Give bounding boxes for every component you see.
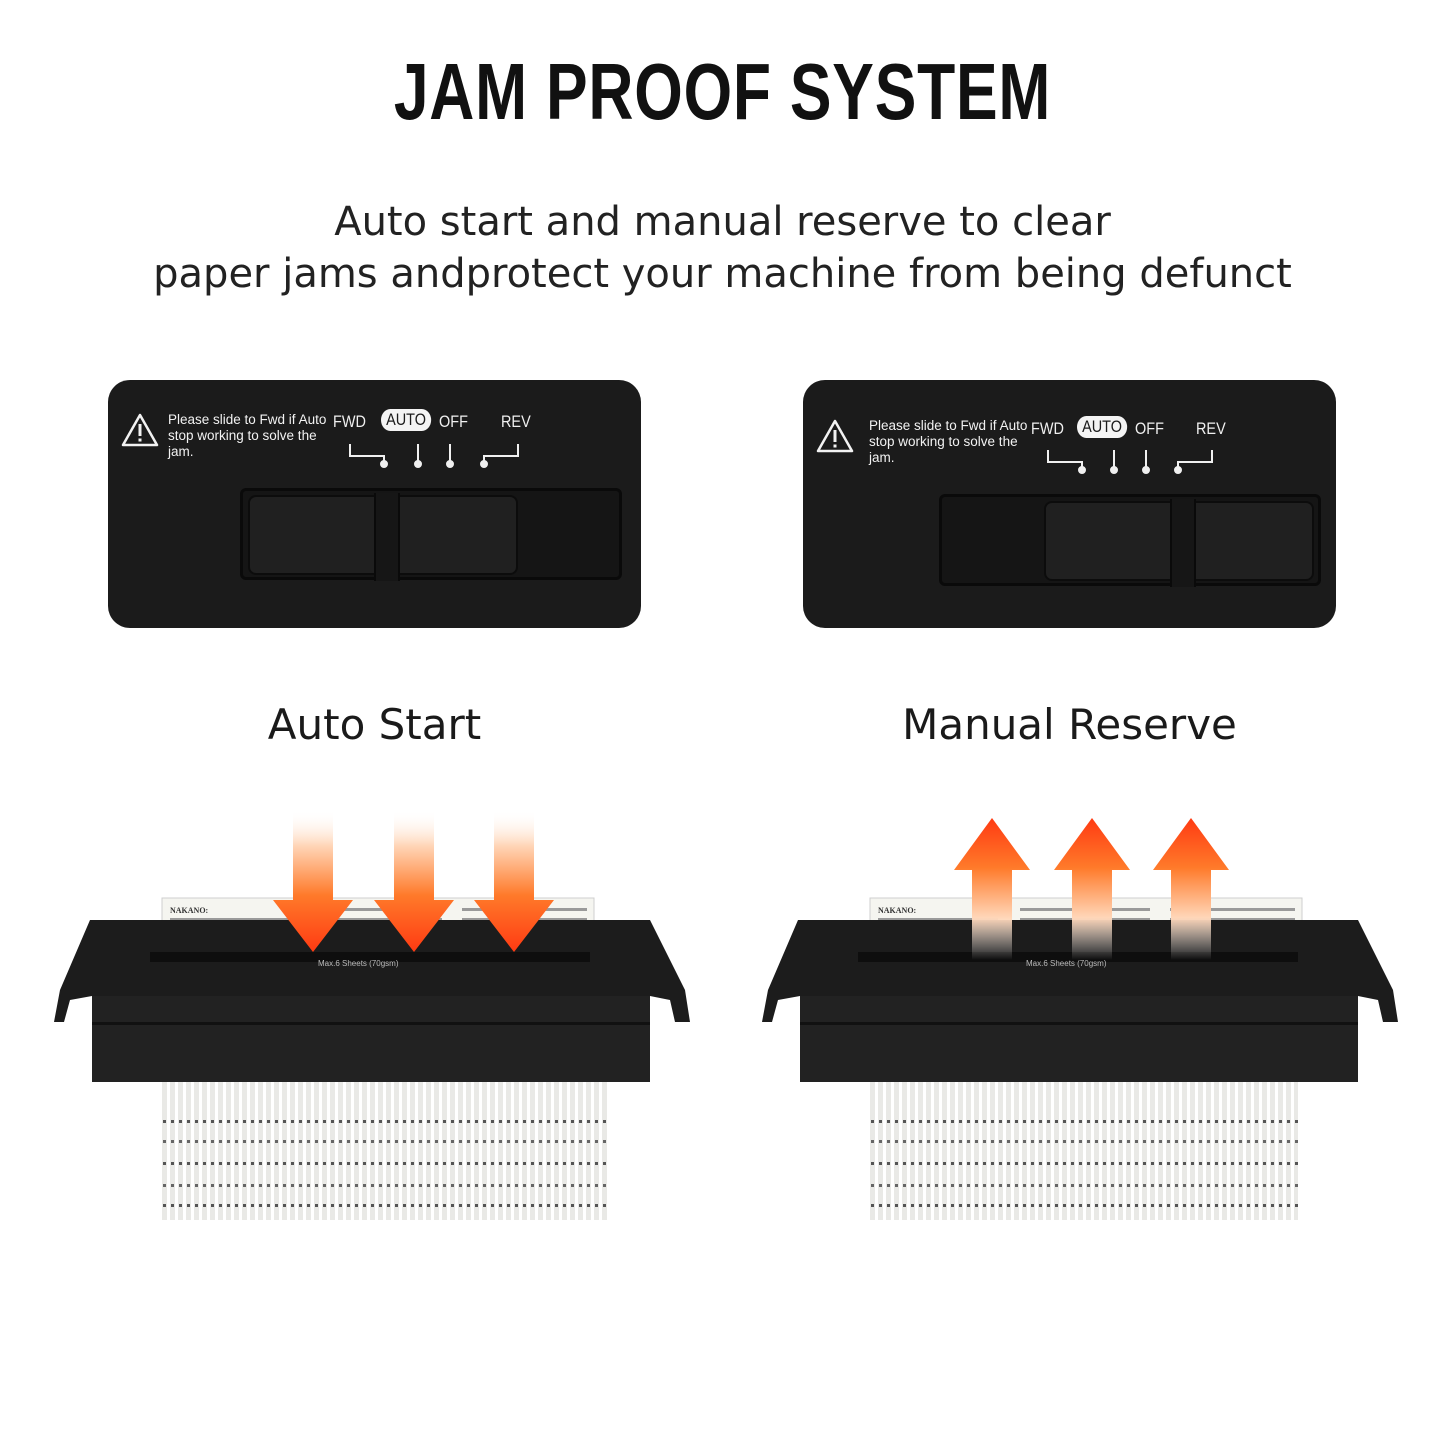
arrow-down-icon	[474, 810, 554, 952]
mode-labels: FWD AUTO OFF REV	[333, 409, 533, 436]
slider-grip	[374, 493, 400, 581]
paper-text: NAKANO:	[170, 906, 208, 915]
slider-grip	[1170, 499, 1196, 587]
warning-text: Please slide to Fwd if Auto stop working…	[168, 412, 327, 459]
mode-ticks	[1047, 450, 1213, 474]
mode-fwd-label: FWD	[333, 412, 366, 431]
mode-labels: FWD AUTO OFF REV	[1031, 416, 1231, 443]
mode-fwd-label: FWD	[1031, 419, 1064, 438]
page-subtitle: Auto start and manual reserve to clear p…	[0, 196, 1445, 300]
arrows-up	[954, 818, 1229, 960]
warning-text: Please slide to Fwd if Auto stop working…	[869, 418, 1028, 465]
capacity-label: Max.6 Sheets (70gsm)	[1026, 959, 1107, 968]
mode-slider-track[interactable]	[939, 494, 1321, 587]
manual-reserve-caption: Manual Reserve	[902, 700, 1237, 749]
mode-rev-label: REV	[1196, 419, 1226, 438]
arrow-down-icon	[374, 810, 454, 952]
mode-rev-label: REV	[501, 412, 531, 431]
subtitle-line-2: paper jams andprotect your machine from …	[153, 251, 1292, 297]
shredder-manual-reserve: NAKANO: Max.6 Sheets (70gsm)	[762, 818, 1398, 1220]
mode-auto-label: AUTO	[381, 409, 432, 431]
arrow-up-icon	[954, 818, 1030, 960]
arrow-down-icon	[273, 810, 353, 952]
mode-ticks	[349, 444, 519, 468]
subtitle-line-1: Auto start and manual reserve to clear	[334, 199, 1111, 245]
mode-slider-track[interactable]	[240, 488, 622, 581]
arrow-up-icon	[1153, 818, 1229, 960]
warning-triangle-icon	[816, 419, 854, 453]
page-title: JAM PROOF SYSTEM	[393, 47, 1052, 136]
arrows-down	[273, 810, 554, 952]
control-panel-left: Please slide to Fwd if Auto stop working…	[108, 380, 641, 628]
capacity-label: Max.6 Sheets (70gsm)	[318, 959, 399, 968]
mode-auto-label: AUTO	[1077, 416, 1128, 438]
control-panel-right: Please slide to Fwd if Auto stop working…	[803, 380, 1336, 628]
shredder-auto-start: NAKANO: Max.6 Sheets (70gsm)	[54, 810, 690, 1220]
shredded-strips	[868, 1078, 1298, 1220]
paper-text: NAKANO:	[878, 906, 916, 915]
shredded-strips	[160, 1078, 610, 1220]
arrow-up-icon	[1054, 818, 1130, 960]
mode-slider-knob[interactable]	[1044, 499, 1314, 587]
warning-triangle-icon	[121, 413, 159, 447]
mode-slider-knob[interactable]	[248, 493, 518, 581]
mode-off-label: OFF	[1135, 419, 1164, 438]
mode-off-label: OFF	[439, 412, 468, 431]
auto-start-caption: Auto Start	[267, 700, 482, 749]
